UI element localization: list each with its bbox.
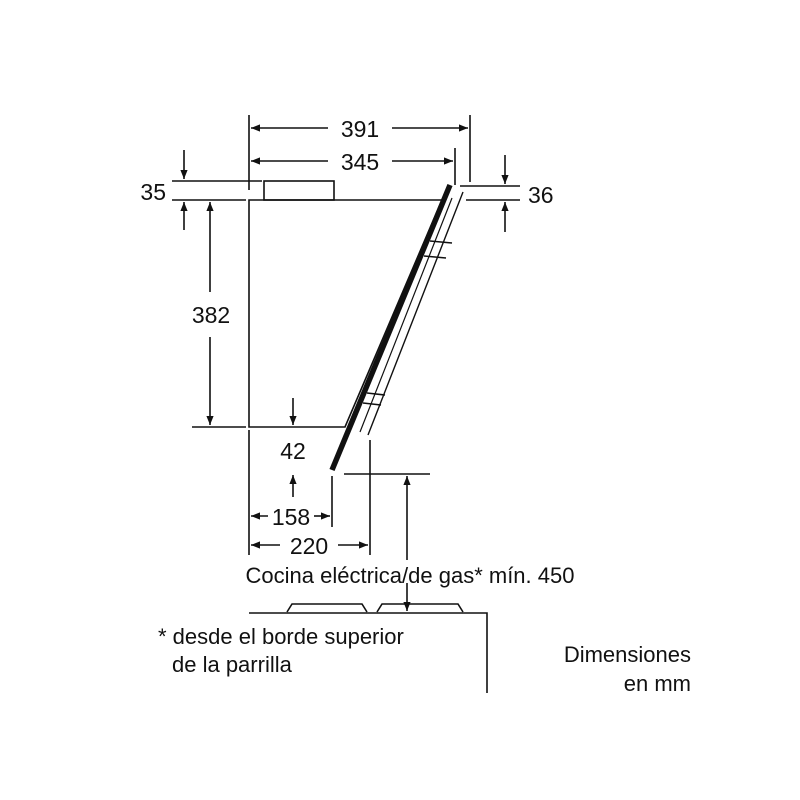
dim-220-label: 220 (290, 533, 328, 559)
footnote-line-2: de la parrilla (172, 652, 293, 677)
burner-right (376, 603, 464, 613)
glass-frame-inner (359, 197, 453, 433)
dim-391-label: 391 (341, 116, 379, 142)
glass-frame-outer (367, 191, 464, 436)
burner-left (286, 603, 368, 613)
glass-panel (329, 183, 453, 472)
dim-36-label: 36 (528, 182, 554, 208)
cooktop-outline (249, 612, 488, 693)
dim-158-label: 158 (272, 504, 310, 530)
upper-bracket (423, 240, 453, 259)
footnote-line-1: * desde el borde superior (158, 624, 404, 649)
dim-35-label: 35 (140, 179, 166, 205)
dim-382-label: 382 (192, 302, 230, 328)
units-line-1: Dimensiones (564, 642, 691, 667)
cooktop-clearance-label: Cocina eléctrica/de gas* mín. 450 (246, 563, 575, 588)
dim-42-label: 42 (280, 438, 306, 464)
hood-body-outline (248, 199, 444, 428)
lower-bracket (362, 392, 386, 406)
hood-chimney (263, 180, 335, 201)
units-line-2: en mm (624, 671, 691, 696)
dim-345-label: 345 (341, 149, 379, 175)
